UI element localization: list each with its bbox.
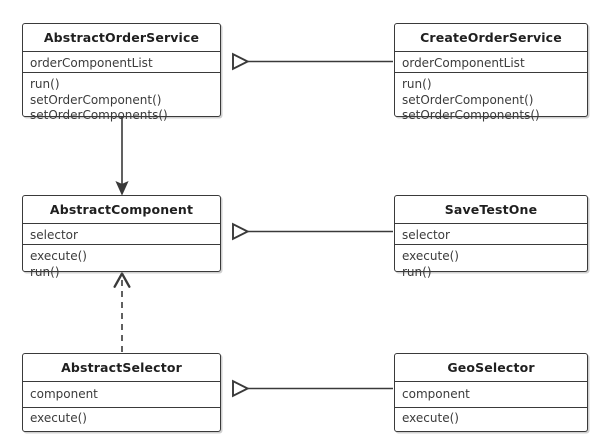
class-operations-abstract-component: execute() run() bbox=[23, 245, 220, 285]
class-title-save-test-one: SaveTestOne bbox=[395, 196, 587, 224]
attribute-item: selector bbox=[402, 228, 450, 242]
class-operations-create-order-service: run() setOrderComponent() setOrderCompon… bbox=[395, 73, 587, 129]
operation-item: setOrderComponents() bbox=[402, 108, 540, 122]
operation-item: run() bbox=[30, 264, 60, 279]
class-title-abstract-selector: AbstractSelector bbox=[23, 354, 220, 382]
class-attributes-geo-selector: component bbox=[395, 382, 587, 408]
attribute-item: component bbox=[30, 386, 98, 401]
operation-item: run() bbox=[402, 264, 432, 279]
class-operations-abstract-order-service: run() setOrderComponent() setOrderCompon… bbox=[23, 73, 220, 129]
attribute-item: orderComponentList bbox=[402, 56, 525, 70]
operation-item: setOrderComponent() bbox=[402, 92, 534, 107]
class-title-abstract-order-service: AbstractOrderService bbox=[23, 24, 220, 52]
class-attributes-abstract-component: selector bbox=[23, 224, 220, 245]
class-box-save-test-one[interactable]: SaveTestOne selector execute() run() bbox=[394, 195, 588, 279]
operation-item: run() bbox=[30, 77, 60, 91]
class-attributes-save-test-one: selector bbox=[395, 224, 587, 245]
class-box-create-order-service[interactable]: CreateOrderService orderComponentList ru… bbox=[394, 23, 588, 122]
operation-item: execute() bbox=[30, 411, 87, 426]
class-operations-save-test-one: execute() run() bbox=[395, 245, 587, 285]
class-title-geo-selector: GeoSelector bbox=[395, 354, 587, 382]
class-box-abstract-component[interactable]: AbstractComponent selector execute() run… bbox=[22, 195, 221, 279]
class-operations-geo-selector: execute() bbox=[395, 408, 587, 431]
class-title-create-order-service: CreateOrderService bbox=[395, 24, 587, 52]
operation-item: execute() bbox=[402, 411, 459, 426]
operation-item: setOrderComponents() bbox=[30, 108, 168, 122]
class-box-abstract-selector[interactable]: AbstractSelector component execute() bbox=[22, 353, 221, 432]
class-attributes-create-order-service: orderComponentList bbox=[395, 52, 587, 73]
attribute-item: selector bbox=[30, 228, 78, 242]
class-attributes-abstract-order-service: orderComponentList bbox=[23, 52, 220, 73]
attribute-item: orderComponentList bbox=[30, 56, 153, 70]
attribute-item: component bbox=[402, 386, 470, 401]
class-attributes-abstract-selector: component bbox=[23, 382, 220, 408]
class-box-abstract-order-service[interactable]: AbstractOrderService orderComponentList … bbox=[22, 23, 221, 122]
operation-item: execute() bbox=[30, 249, 87, 263]
operation-item: execute() bbox=[402, 249, 459, 263]
operation-item: setOrderComponent() bbox=[30, 92, 162, 107]
operation-item: run() bbox=[402, 77, 432, 91]
class-box-geo-selector[interactable]: GeoSelector component execute() bbox=[394, 353, 588, 432]
class-title-abstract-component: AbstractComponent bbox=[23, 196, 220, 224]
class-operations-abstract-selector: execute() bbox=[23, 408, 220, 431]
